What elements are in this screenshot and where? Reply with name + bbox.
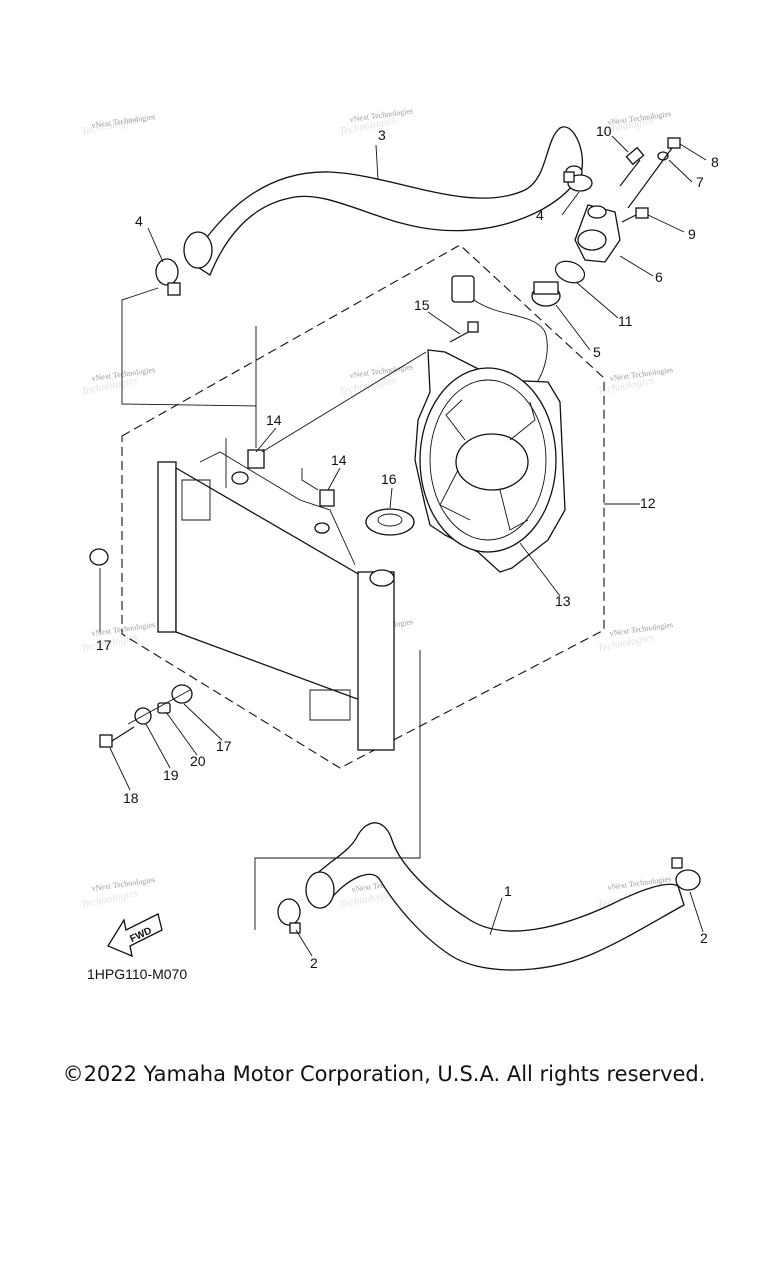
- callout-12: 12: [640, 495, 656, 511]
- hose-clamp-4-right: [563, 171, 593, 192]
- thermostat-5: [531, 281, 561, 307]
- callout-17: 17: [96, 637, 112, 653]
- hose-clamp-4-left: [155, 258, 181, 296]
- callout-3: 3: [378, 127, 386, 143]
- bolt-10: [619, 146, 645, 187]
- diagram-part-code: 1HPG110-M070: [87, 966, 188, 982]
- fan-assembly: [414, 349, 566, 573]
- callout-17: 17: [216, 738, 232, 754]
- callout-2: 2: [700, 930, 708, 946]
- callout-4: 4: [536, 207, 544, 223]
- fan-connector: [451, 275, 548, 393]
- nut-14-upper: [247, 449, 265, 469]
- callout-14: 14: [266, 412, 282, 428]
- callout-14: 14: [331, 452, 347, 468]
- callout-labels: 3 4 4 10 8 7 9 6 11 5 15 12 13 14 14 16 …: [96, 123, 719, 971]
- upper-hose: [183, 126, 584, 276]
- fwd-arrow-icon: FWD: [107, 913, 163, 958]
- thermostat-housing: [574, 204, 621, 263]
- grommet-17-upper: [89, 548, 109, 566]
- bolt-18: [99, 726, 135, 748]
- copyright-notice: ©2022 Yamaha Motor Corporation, U.S.A. A…: [62, 1062, 706, 1086]
- callout-13: 13: [555, 593, 571, 609]
- hose-clamp-2-right: [671, 857, 701, 891]
- radiator: [157, 451, 395, 751]
- hose-clamp-2-left: [277, 898, 301, 934]
- callout-5: 5: [593, 344, 601, 360]
- bolt-9: [621, 207, 649, 223]
- callout-15: 15: [414, 297, 430, 313]
- callout-7: 7: [696, 174, 704, 190]
- svg-text:Technologies: Technologies: [80, 887, 139, 911]
- bolt-8: [627, 137, 681, 209]
- bolt-15: [449, 321, 479, 343]
- reference-lines: [99, 287, 427, 930]
- svg-text:Technologies: Technologies: [338, 374, 397, 398]
- callout-20: 20: [190, 753, 206, 769]
- callout-18: 18: [123, 790, 139, 806]
- callout-10: 10: [596, 123, 612, 139]
- lower-hose: [305, 822, 685, 971]
- leader-lines: [109, 135, 707, 957]
- radiator-cap-16: [365, 508, 415, 536]
- callout-6: 6: [655, 269, 663, 285]
- callout-4: 4: [135, 213, 143, 229]
- callout-2: 2: [310, 955, 318, 971]
- callout-16: 16: [381, 471, 397, 487]
- callout-1: 1: [504, 883, 512, 899]
- callout-19: 19: [163, 767, 179, 783]
- callout-8: 8: [711, 154, 719, 170]
- callout-11: 11: [618, 313, 633, 329]
- nut-14-lower: [319, 489, 335, 507]
- assembly-frame: [121, 244, 605, 769]
- callout-9: 9: [688, 226, 696, 242]
- o-ring-11: [554, 260, 586, 284]
